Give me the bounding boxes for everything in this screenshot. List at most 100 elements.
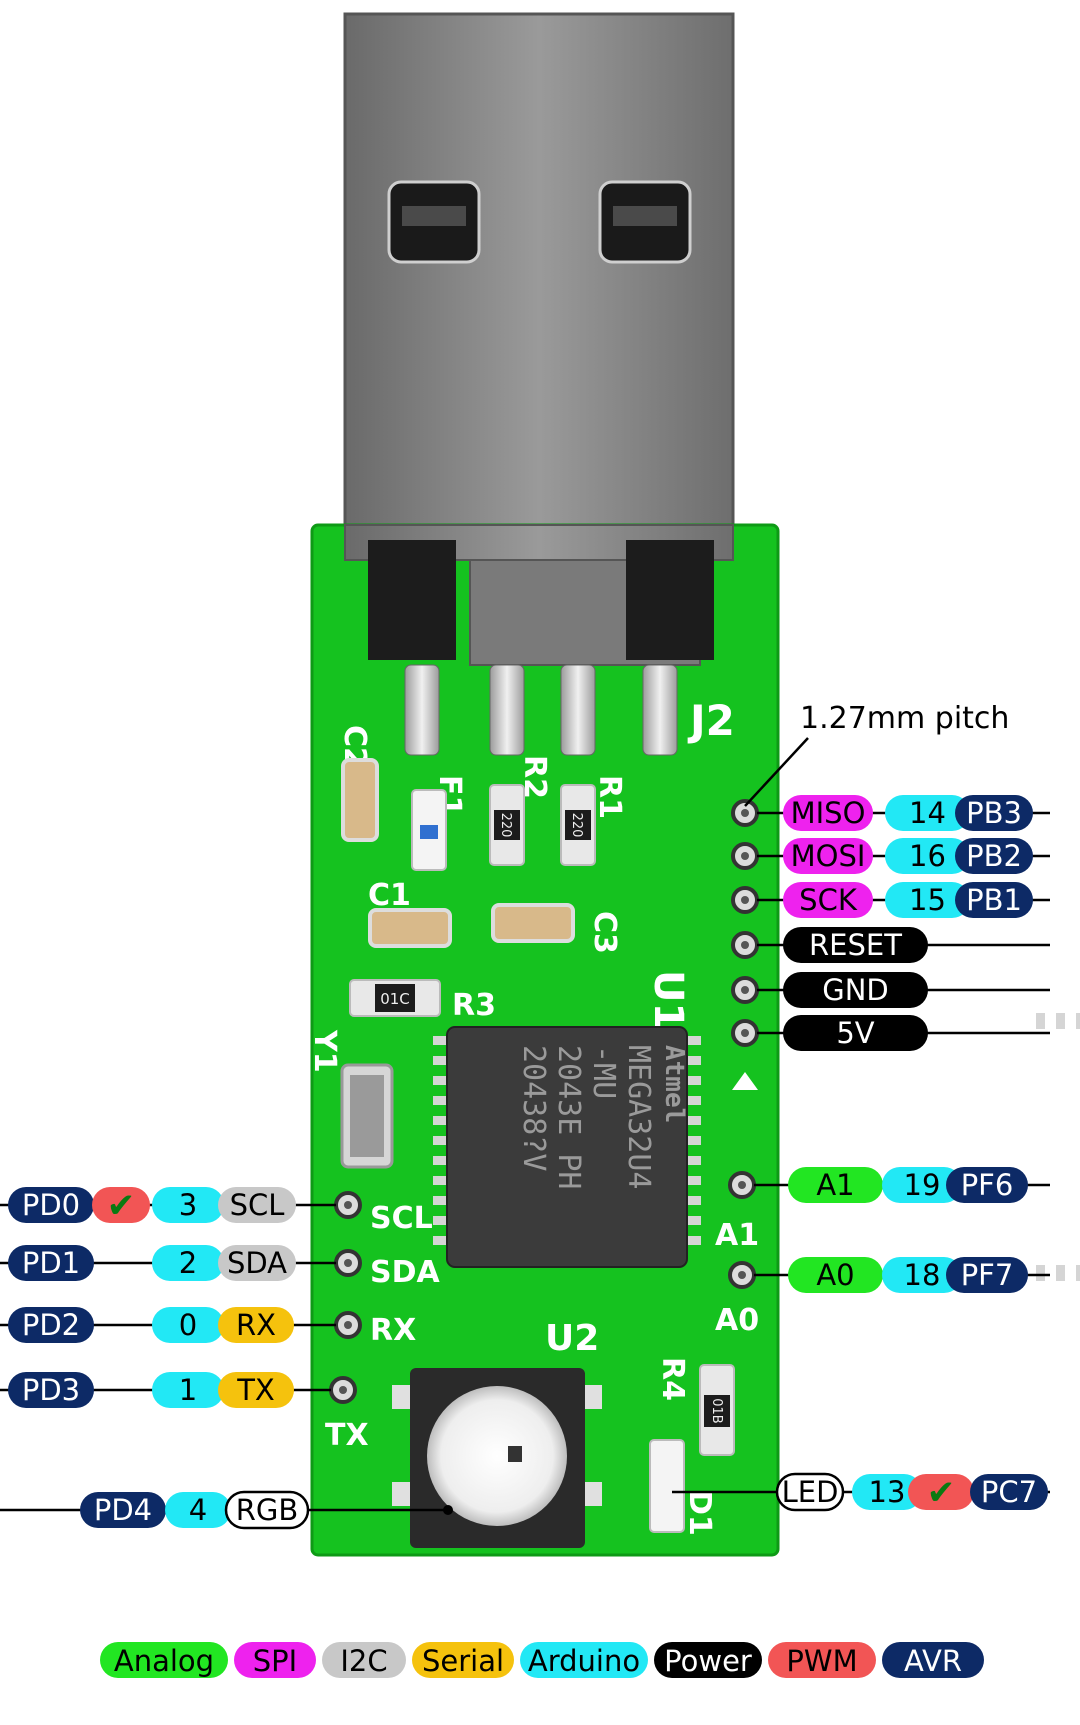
- usb-tab-right: [626, 540, 714, 660]
- pin-avr-pd1-text: PD1: [22, 1246, 80, 1280]
- legend-item-serial: Serial: [412, 1642, 514, 1678]
- pin-avr-pd3-text: PD3: [22, 1373, 80, 1407]
- silk-y1: Y1: [307, 1029, 342, 1073]
- pin-num-3: 3: [152, 1187, 224, 1223]
- legend-label: Power: [664, 1644, 752, 1678]
- pin-avr-pb3: PB3: [955, 795, 1033, 831]
- silk-u2: U2: [545, 1318, 599, 1359]
- pin-label-5v: 5V: [783, 1015, 928, 1051]
- pin-label-a0: A0: [788, 1257, 883, 1293]
- silk-d1: D1: [682, 1490, 717, 1536]
- pin-avr-pf6: PF6: [946, 1167, 1028, 1203]
- pin-pwm-pc7: ✔: [908, 1473, 974, 1513]
- silk-a0: A0: [715, 1303, 759, 1338]
- pin-label-gnd: GND: [783, 972, 928, 1008]
- pin-avr-pb1: PB1: [955, 882, 1033, 918]
- pin-label-mosi-text: MOSI: [791, 839, 866, 873]
- pin-label-sda: SDA: [218, 1245, 296, 1281]
- legend-item-arduino: Arduino: [520, 1642, 648, 1678]
- usb-plug-shell: [343, 12, 735, 556]
- legend-item-pwm: PWM: [768, 1642, 876, 1678]
- pitch-note: 1.27mm pitch: [800, 701, 1009, 736]
- pin-avr-pd0-text: PD0: [22, 1188, 80, 1222]
- pin-avr-pf7: PF7: [946, 1257, 1028, 1293]
- silk-c1: C1: [368, 878, 411, 913]
- silk-j2: J2: [687, 696, 735, 745]
- pin-num-0-text: 0: [179, 1308, 197, 1342]
- pin-label-miso-text: MISO: [791, 796, 866, 830]
- pin-label-a0-text: A0: [816, 1258, 854, 1292]
- pin-num-18: 18: [882, 1257, 962, 1293]
- pin-num-4-text: 4: [189, 1493, 207, 1527]
- pin-avr-pd2-text: PD2: [22, 1308, 80, 1342]
- pin-avr-pc7: PC7: [970, 1474, 1048, 1510]
- pin-label-miso: MISO: [783, 795, 873, 831]
- pin-pwm-pd0-icon: ✔: [107, 1186, 136, 1226]
- legend-item-i2c: I2C: [322, 1642, 406, 1678]
- legend-item-analog: Analog: [100, 1642, 228, 1678]
- pin-label-a1: A1: [788, 1167, 883, 1203]
- pin-label-rx: RX: [218, 1307, 294, 1343]
- pin-avr-pf6-text: PF6: [961, 1168, 1014, 1202]
- pin-avr-pb2-text: PB2: [966, 839, 1022, 873]
- pin-num-15-text: 15: [909, 883, 946, 917]
- legend-item-power: Power: [654, 1642, 762, 1678]
- pin-label-rx-text: RX: [236, 1308, 276, 1342]
- pitch-leader: [744, 737, 809, 807]
- pin-label-tx-text: TX: [236, 1373, 275, 1407]
- pin-num-1-text: 1: [179, 1373, 197, 1407]
- legend-item-avr: AVR: [882, 1642, 984, 1678]
- pin-label-rgb-text: RGB: [236, 1493, 299, 1527]
- pin-avr-pd2: PD2: [8, 1307, 94, 1343]
- pin-num-0: 0: [152, 1307, 224, 1343]
- legend-label: Arduino: [528, 1644, 640, 1678]
- silk-c3: C3: [587, 911, 622, 954]
- usb-contacts: [404, 664, 678, 756]
- rgb-led: [392, 1368, 602, 1548]
- silk-scl: SCL: [370, 1201, 433, 1236]
- pin-avr-pb2: PB2: [955, 838, 1033, 874]
- smd-components: 220 220 01C 01B: [340, 758, 735, 1533]
- pin-avr-pd0: PD0: [8, 1187, 94, 1223]
- pin-num-4: 4: [165, 1492, 231, 1528]
- usb-tab-left: [368, 540, 456, 660]
- pin-label-rgb: RGB: [224, 1490, 310, 1530]
- legend-label: Analog: [114, 1644, 214, 1678]
- pin-label-a1-text: A1: [816, 1168, 854, 1202]
- legend-label: AVR: [904, 1644, 962, 1678]
- pin-avr-pb3-text: PB3: [966, 796, 1022, 830]
- pin-num-19: 19: [882, 1167, 962, 1203]
- chip-line3: 2043E PH: [551, 1045, 586, 1190]
- r1-code: 220: [569, 813, 584, 838]
- pin-label-scl: SCL: [218, 1187, 296, 1223]
- pin-label-sck-text: SCK: [799, 883, 858, 917]
- pin-label-led-text: LED: [782, 1475, 839, 1509]
- pin-num-19-text: 19: [904, 1168, 941, 1202]
- pin1-triangle: [732, 1072, 758, 1090]
- pin-avr-pb1-text: PB1: [966, 883, 1022, 917]
- chip-line1: MEGA32U4: [621, 1045, 656, 1190]
- pin-avr-pf7-text: PF7: [961, 1258, 1014, 1292]
- pin-label-reset-text: RESET: [809, 928, 902, 962]
- silk-tx: TX: [325, 1418, 369, 1453]
- pin-label-mosi: MOSI: [783, 838, 873, 874]
- silk-r3: R3: [452, 988, 496, 1023]
- pin-label-5v-text: 5V: [836, 1016, 874, 1050]
- pin-pwm-pc7-icon: ✔: [927, 1473, 956, 1513]
- pin-num-2-text: 2: [179, 1246, 197, 1280]
- legend-label: PWM: [786, 1644, 857, 1678]
- silk-u1: U1: [645, 970, 691, 1030]
- pin-num-16: 16: [885, 838, 970, 874]
- r4-code: 01B: [709, 1398, 724, 1423]
- pin-num-18-text: 18: [904, 1258, 941, 1292]
- pin-num-13: 13: [852, 1474, 922, 1510]
- pin-label-sda-text: SDA: [227, 1246, 287, 1280]
- silk-a1: A1: [715, 1218, 759, 1253]
- legend-label: SPI: [253, 1644, 297, 1678]
- pin-label-tx: TX: [218, 1372, 294, 1408]
- pin-avr-pd4: PD4: [80, 1492, 166, 1528]
- pin-num-16-text: 16: [909, 839, 946, 873]
- silk-rx: RX: [370, 1313, 416, 1348]
- r2-code: 220: [498, 813, 513, 838]
